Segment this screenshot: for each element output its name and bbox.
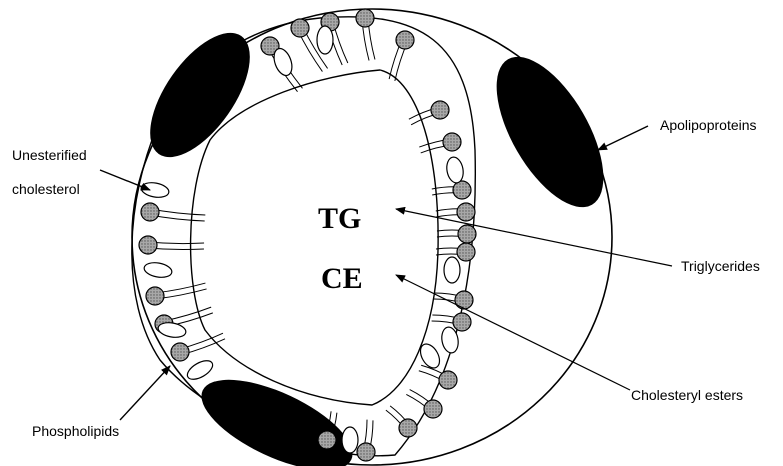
phospholipid-head	[318, 431, 336, 449]
phospholipid-head	[431, 101, 449, 119]
label-unesterified-line2: cholesterol	[12, 181, 80, 197]
phospholipid-head	[171, 343, 189, 361]
core-boundary	[191, 70, 439, 405]
phospholipid-head	[396, 31, 414, 49]
cholesterol-molecule	[317, 26, 333, 54]
phospholipid-head	[291, 19, 309, 37]
label-apolipoproteins: Apolipoproteins	[660, 117, 757, 133]
label-phospholipids: Phospholipids	[32, 423, 119, 439]
phospholipid-head	[453, 313, 471, 331]
cholesterol-molecule	[184, 357, 215, 383]
label-unesterified-line1: Unesterified	[12, 147, 87, 163]
arrow-apolipoproteins	[598, 126, 648, 150]
arrow-unesterified-cholesterol	[100, 170, 150, 190]
cholesterol-molecule	[445, 156, 465, 184]
phospholipid-head	[141, 203, 159, 221]
cholesterol-molecule	[143, 261, 173, 280]
label-cholesteryl-esters: Cholesteryl esters	[631, 387, 743, 403]
label-triglycerides: Triglycerides	[681, 258, 760, 274]
tg-core-label: TG	[318, 202, 361, 235]
phospholipid-head	[424, 400, 442, 418]
arrow-cholesteryl-esters	[396, 275, 630, 390]
phospholipid-head	[457, 243, 475, 261]
phospholipid-head	[457, 203, 475, 221]
phospholipid-head	[399, 419, 417, 437]
phospholipid-head	[139, 236, 157, 254]
phospholipid-head	[357, 443, 375, 461]
phospholipid-head	[356, 9, 374, 27]
arrow-phospholipids	[120, 366, 170, 420]
apolipoprotein-right	[475, 40, 625, 223]
phospholipid-head	[439, 371, 457, 389]
phospholipid-head	[146, 287, 164, 305]
cholesterol-molecule	[444, 257, 460, 283]
cholesterol-molecule	[157, 321, 187, 340]
phospholipid-head	[453, 181, 471, 199]
phospholipid-head	[443, 133, 461, 151]
phospholipid-head	[455, 291, 473, 309]
cholesterol-molecule	[140, 181, 170, 200]
cholesterol-molecule	[342, 427, 358, 453]
ce-core-label: CE	[321, 262, 363, 295]
phospholipid-head	[458, 225, 476, 243]
